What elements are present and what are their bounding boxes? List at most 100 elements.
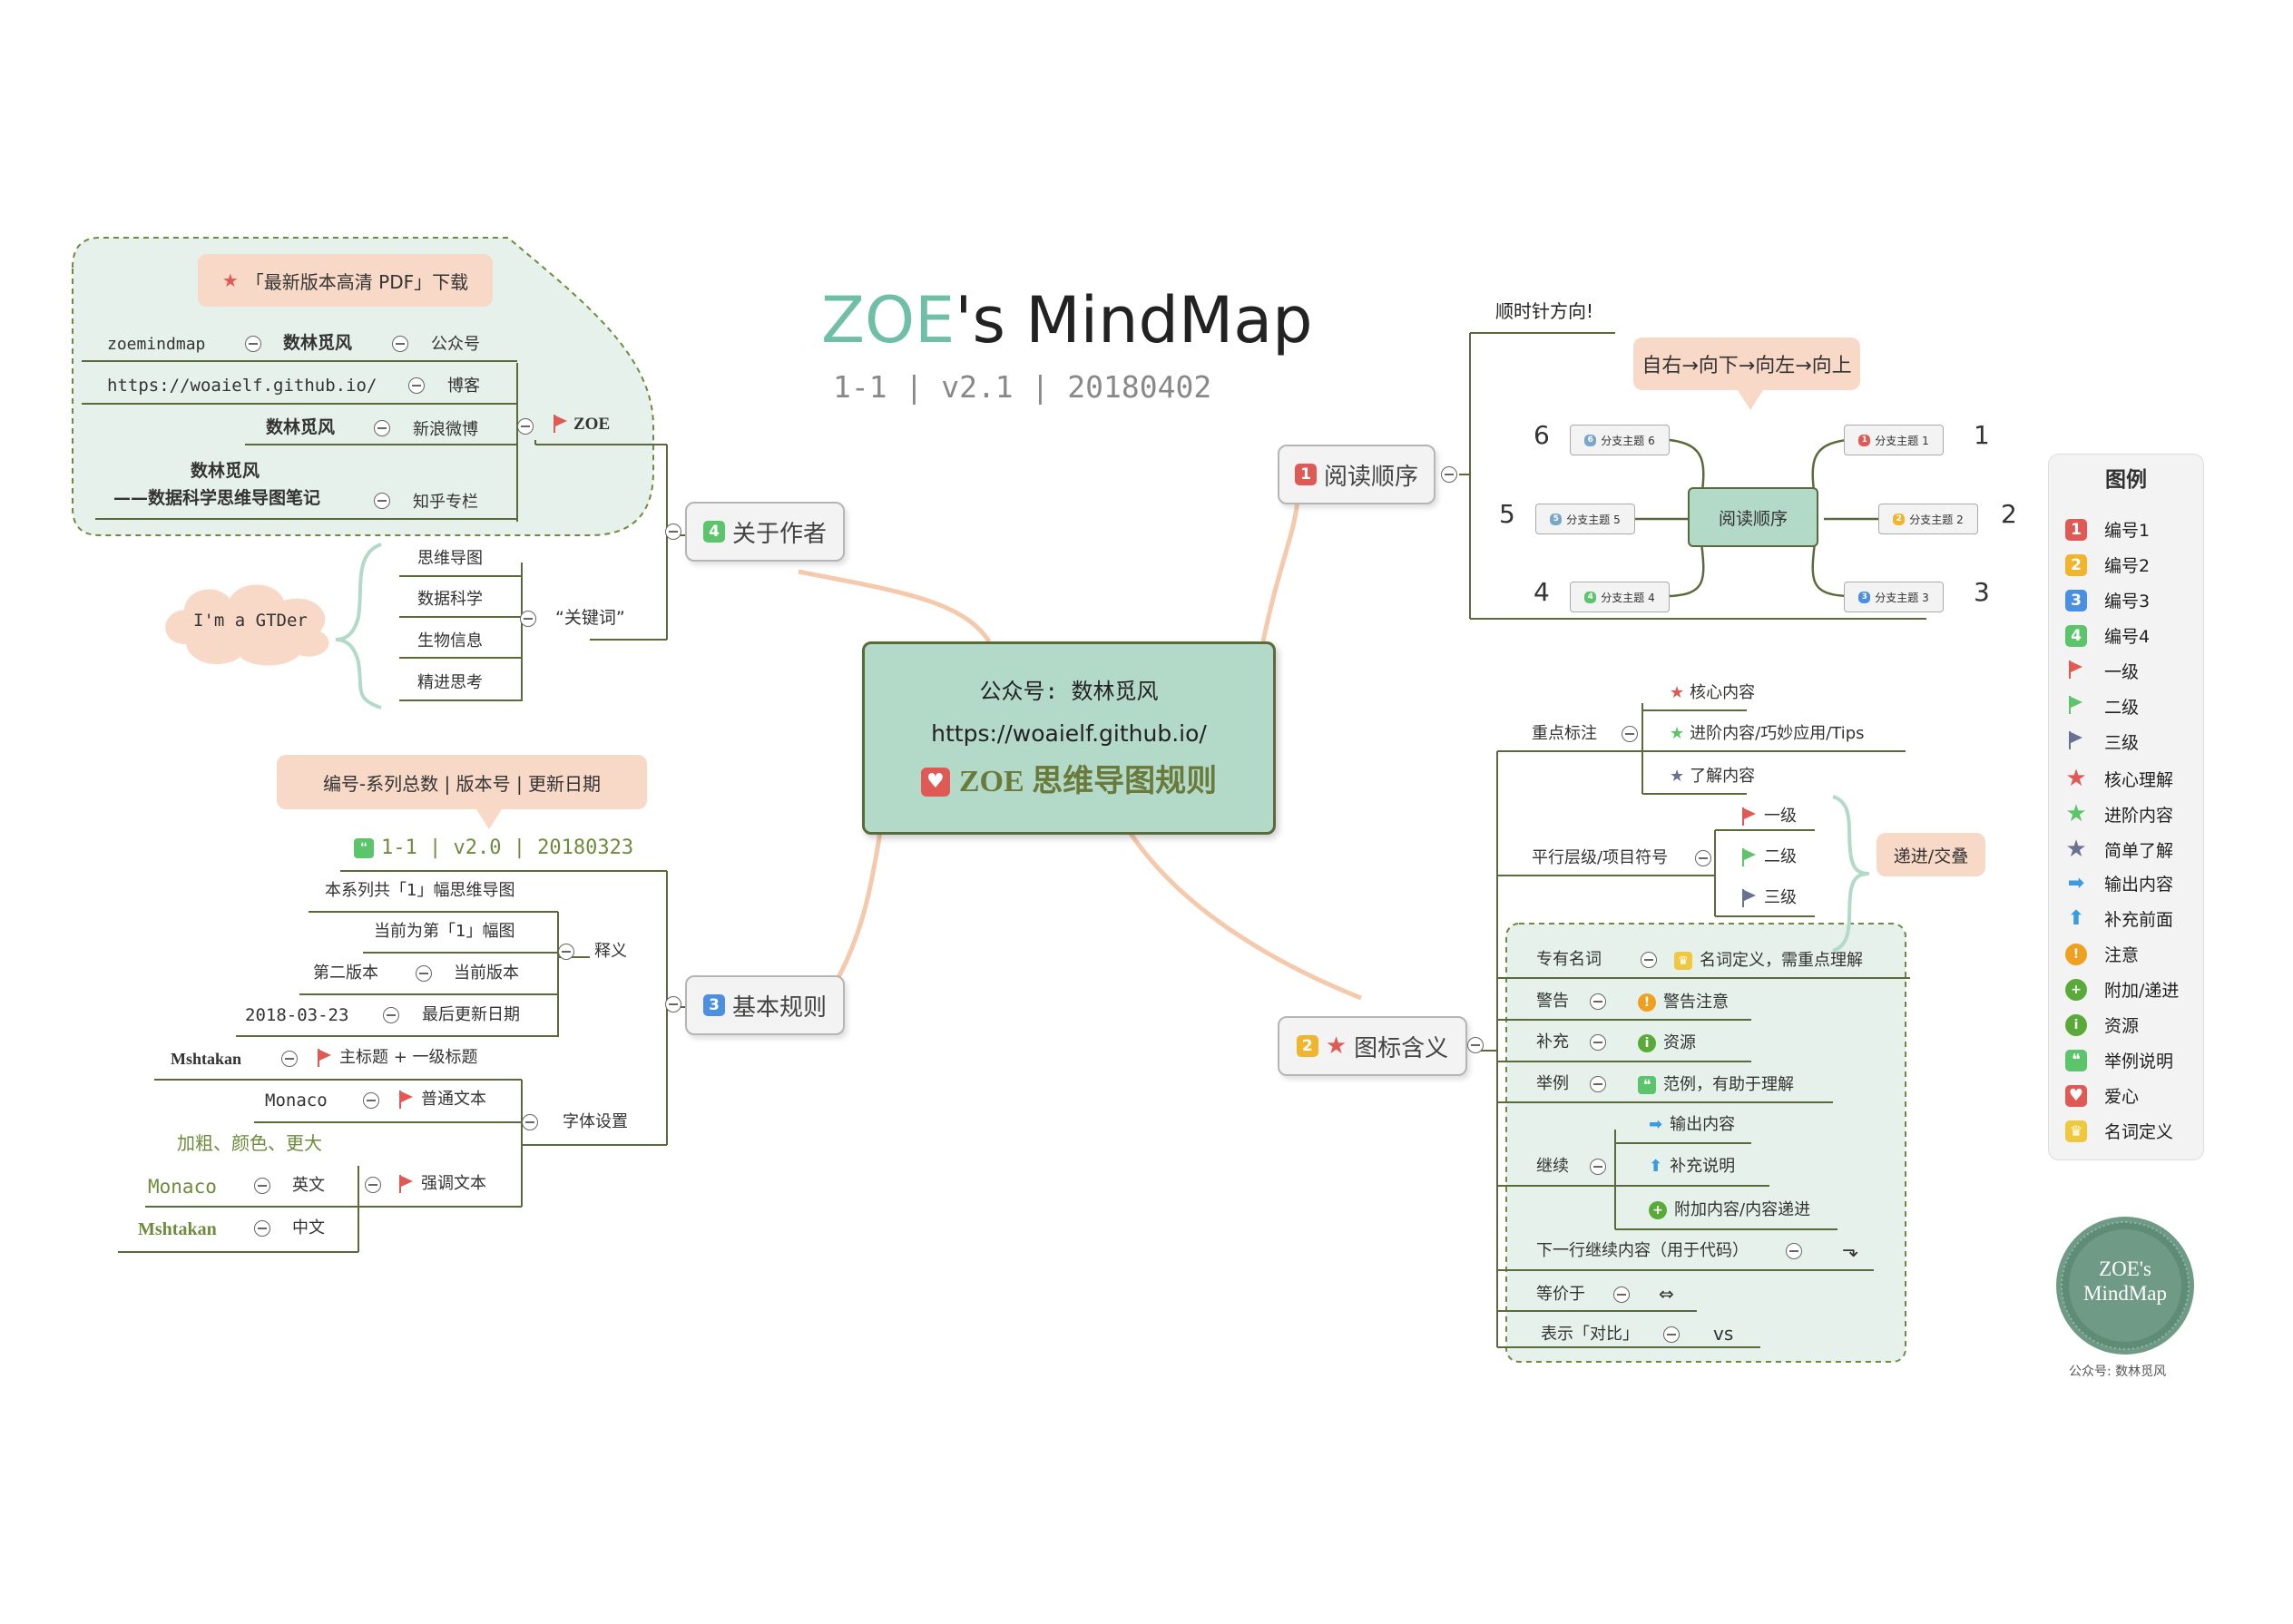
collapse-toggle[interactable]	[281, 1051, 298, 1067]
levels-callout: 递进/交叠	[1877, 833, 1985, 876]
trophy-icon: ♛	[2065, 1120, 2087, 1142]
collapse-toggle[interactable]	[558, 944, 574, 960]
green-flag-icon	[1742, 848, 1757, 866]
collapse-toggle[interactable]	[665, 523, 681, 540]
collapse-toggle[interactable]	[392, 336, 408, 352]
order-number: 6	[1534, 420, 1550, 450]
central-topic[interactable]: 公众号: 数林觅风 https://woaielf.github.io/ ♥ Z…	[862, 641, 1276, 835]
legend-title: 图例	[2105, 468, 2147, 492]
collapse-toggle[interactable]	[254, 1178, 270, 1194]
meaning-total: 本系列共「1」幅思维导图	[325, 881, 515, 900]
subtopic-3[interactable]: 3 分支主题 3	[1844, 582, 1944, 612]
continue-output: ➡输出内容	[1649, 1115, 1736, 1134]
green-star-icon: ★	[1670, 724, 1685, 743]
center-line1: 公众号: 数林觅风	[979, 679, 1159, 704]
keyword-item: 生物信息	[417, 631, 483, 651]
collapse-toggle[interactable]	[1695, 850, 1711, 866]
legend-item: ★核心理解	[2065, 765, 2174, 792]
levels-label: 平行层级/项目符号	[1532, 848, 1669, 867]
badge-5-icon: 5	[1550, 513, 1563, 525]
font-title-name: Mshtakan	[171, 1050, 242, 1068]
legend-item: +附加/递进	[2064, 977, 2179, 1002]
branch-about-author[interactable]: 4 关于作者	[685, 502, 845, 562]
badge-2-icon: 2	[1893, 513, 1906, 525]
collapse-toggle[interactable]	[1622, 726, 1638, 742]
heart-icon: ♥	[2065, 1084, 2087, 1107]
collapse-toggle[interactable]	[416, 965, 432, 982]
up-arrow-icon: ⬆	[2067, 907, 2085, 930]
continue-plus: +附加内容/内容递进	[1649, 1201, 1810, 1219]
collapse-toggle[interactable]	[363, 1092, 379, 1109]
red-flag-icon	[2069, 660, 2083, 682]
callout-tail	[1738, 390, 1763, 410]
collapse-toggle[interactable]	[1590, 1034, 1606, 1051]
plus-icon: +	[1649, 1201, 1667, 1219]
collapse-toggle[interactable]	[1590, 993, 1606, 1010]
collapse-toggle[interactable]	[1590, 1159, 1606, 1175]
seal-line1: ZOE's	[2099, 1257, 2151, 1280]
legend-item: ❝举例说明	[2064, 1048, 2173, 1072]
title-rest: 's MindMap	[955, 283, 1313, 357]
star-icon: ★	[1325, 1032, 1347, 1060]
collapse-toggle[interactable]	[520, 611, 536, 627]
collapse-toggle[interactable]	[1663, 1326, 1680, 1343]
collapse-toggle[interactable]	[374, 493, 390, 509]
collapse-toggle[interactable]	[245, 336, 261, 352]
pdf-download-callout[interactable]: ★「最新版本高清 PDF」下载	[198, 254, 493, 307]
level-1: 一级	[1742, 807, 1797, 826]
collapse-toggle[interactable]	[1613, 1286, 1630, 1303]
collapse-toggle[interactable]	[1441, 466, 1457, 483]
reading-hub[interactable]: 阅读顺序	[1688, 487, 1818, 547]
continue-label: 继续	[1536, 1157, 1569, 1176]
rules-example: ❝1-1 | v2.0 | 20180323	[354, 838, 633, 858]
branch-icons-label: 图标含义	[1354, 1034, 1449, 1062]
badge-4-icon: 4	[2065, 624, 2087, 647]
order-number: 5	[1499, 499, 1515, 529]
collapse-toggle[interactable]	[522, 1114, 538, 1130]
badge-1-icon: 1	[1294, 464, 1317, 485]
red-flag-icon	[399, 1175, 414, 1193]
branch-basic-rules[interactable]: 3 基本规则	[685, 975, 845, 1035]
legend-item: ♥爱心	[2064, 1083, 2139, 1108]
channel-zhihu-desc: ——数据科学思维导图笔记	[113, 488, 321, 508]
collapse-toggle[interactable]	[1590, 1076, 1606, 1092]
compare-symbol: vs	[1713, 1323, 1734, 1345]
subtopic-label: 分支主题 6	[1601, 434, 1655, 447]
collapse-toggle[interactable]	[365, 1177, 381, 1193]
collapse-toggle[interactable]	[383, 1007, 399, 1023]
legend-item: ★进阶内容	[2065, 800, 2174, 827]
blue-star-icon: ★	[2065, 836, 2087, 863]
gtder-cloud	[165, 584, 329, 666]
title-zoe: ZOE	[821, 283, 955, 357]
collapse-toggle[interactable]	[517, 418, 534, 435]
key-mark-advanced: ★进阶内容/巧妙应用/Tips	[1670, 724, 1865, 743]
red-star-icon: ★	[1670, 683, 1685, 702]
channel-blog-url[interactable]: https://woaielf.github.io/	[107, 376, 377, 396]
channel-wechat-id: zoemindmap	[107, 335, 206, 354]
badge-4-icon: 4	[1584, 591, 1597, 603]
badge-3-icon: 3	[1858, 591, 1871, 603]
font-emphasis-zh-name: Mshtakan	[138, 1219, 217, 1239]
collapse-toggle[interactable]	[1641, 952, 1657, 968]
collapse-toggle[interactable]	[1786, 1243, 1802, 1259]
collapse-toggle[interactable]	[374, 420, 390, 436]
collapse-toggle[interactable]	[665, 996, 681, 1013]
channel-weibo-label: 新浪微博	[413, 420, 478, 439]
branch-icon-meaning[interactable]: 2 ★ 图标含义	[1278, 1016, 1467, 1076]
collapse-toggle[interactable]	[254, 1220, 270, 1237]
subtopic-label: 分支主题 2	[1909, 513, 1964, 526]
reading-callout: 自右→向下→向左→向上	[1633, 338, 1860, 390]
collapse-toggle[interactable]	[408, 377, 425, 394]
branch-reading-order[interactable]: 1 阅读顺序	[1278, 445, 1436, 504]
blue-flag-icon	[2069, 730, 2083, 753]
subtopic-label: 分支主题 3	[1875, 591, 1929, 604]
collapse-toggle[interactable]	[1467, 1037, 1484, 1053]
